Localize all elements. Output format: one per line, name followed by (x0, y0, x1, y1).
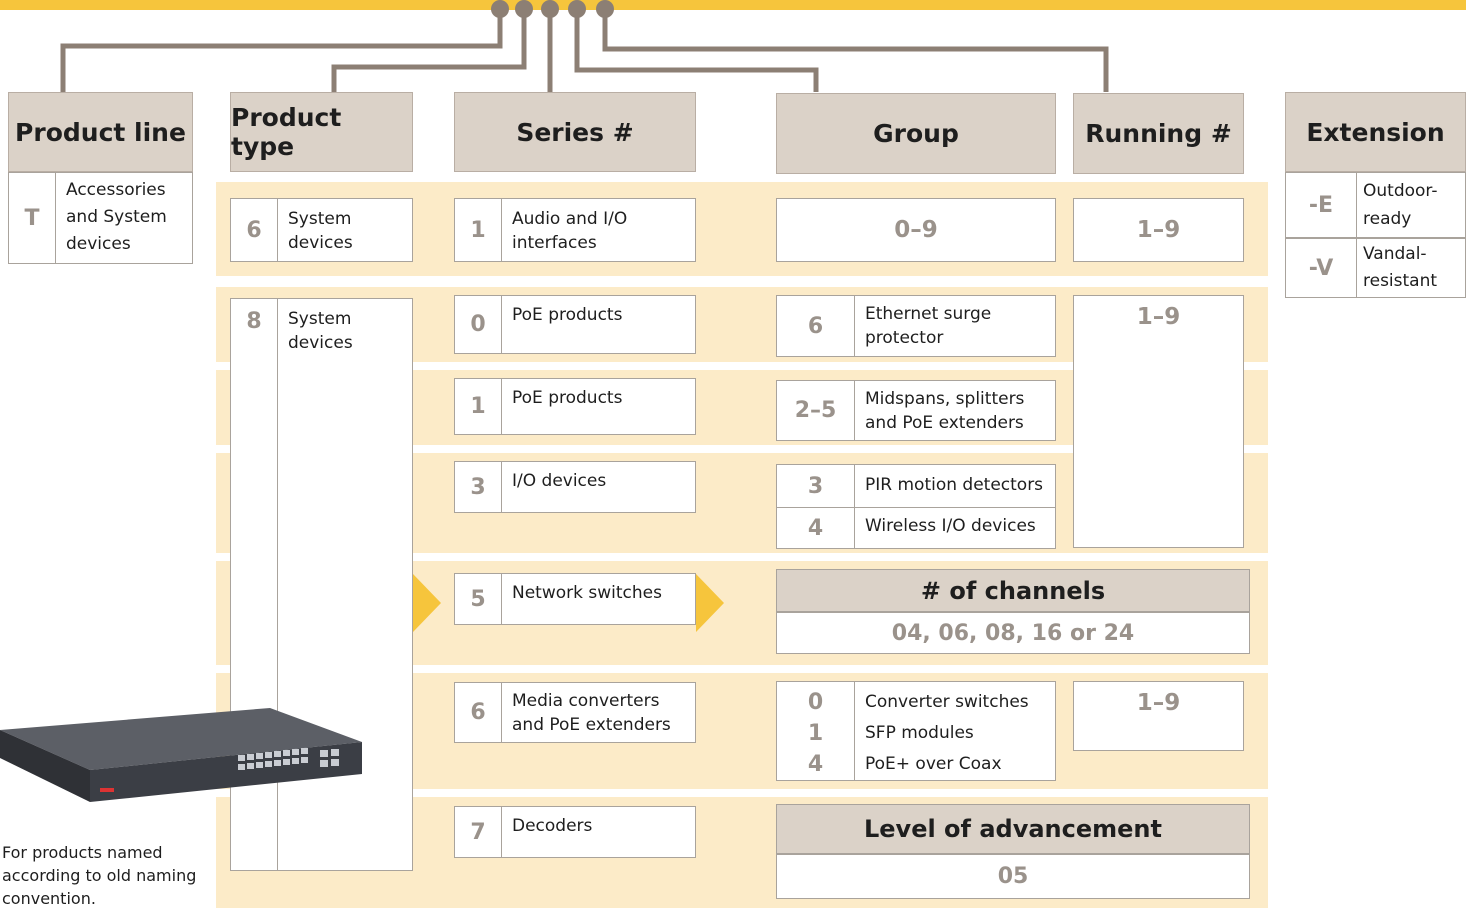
type-text: System devices (288, 309, 353, 353)
connector-product-line (60, 8, 503, 92)
group-code: 3 (777, 465, 855, 507)
product-line-text: Accessories and System devices (66, 180, 167, 254)
group-text-stack: Converter switches SFP modules PoE+ over… (855, 682, 1055, 780)
type-cell-6: 6 System devices (230, 198, 413, 262)
series-code: 5 (455, 574, 502, 624)
connector-dot (568, 0, 586, 18)
type-code: 6 (231, 199, 278, 261)
connector-dot (515, 0, 533, 18)
series-text: PoE products (512, 388, 623, 408)
extension-text: Vandal-resistant (1363, 244, 1438, 291)
header-extension: Extension (1285, 92, 1466, 172)
group-cell-surge: 6 Ethernet surge protector (776, 295, 1056, 357)
advancement-value: 05 (776, 854, 1250, 899)
extension-code: -V (1286, 239, 1357, 297)
group-cell-wireless: 4 Wireless I/O devices (776, 507, 1056, 549)
series-code: 3 (455, 462, 502, 512)
connector-group (574, 8, 819, 92)
extension-cell-v: -V Vandal-resistant (1285, 238, 1466, 298)
group-text: SFP modules (865, 722, 974, 743)
running-range-cell: 1–9 (1073, 681, 1244, 751)
top-accent-bar (0, 0, 1466, 10)
connector-product-type (331, 8, 527, 92)
running-range-cell: 1–9 (1073, 198, 1244, 262)
extension-cell-e: -E Outdoor-ready (1285, 172, 1466, 238)
group-code: 1 (807, 720, 824, 746)
arrow-right-icon (413, 574, 441, 632)
type-text: System devices (288, 209, 353, 253)
group-code: 4 (807, 751, 824, 777)
group-code-stack: 0 1 4 (777, 682, 855, 780)
series-text: Network switches (512, 583, 662, 603)
header-product-type: Product type (230, 92, 413, 172)
advancement-header: Level of advancement (776, 804, 1250, 854)
series-cell-6-media: 6 Media converters and PoE extenders (454, 682, 696, 743)
network-switch-image (0, 708, 362, 802)
connector-dot (491, 0, 509, 18)
connector-dot (596, 0, 614, 18)
series-cell-3-io: 3 I/O devices (454, 461, 696, 513)
group-text: Ethernet surge protector (865, 304, 992, 348)
group-code: 4 (777, 508, 855, 548)
series-cell-5-switches: 5 Network switches (454, 573, 696, 625)
product-line-cell: T Accessories and System devices (8, 172, 193, 264)
group-range-cell: 0–9 (776, 198, 1056, 262)
series-cell-1-poe: 1 PoE products (454, 378, 696, 435)
group-code: 6 (777, 296, 855, 356)
caption-text: For products named according to old nami… (2, 843, 197, 908)
series-code: 6 (455, 683, 502, 742)
group-cell-converters: 0 1 4 Converter switches SFP modules PoE… (776, 681, 1056, 781)
series-cell-0-poe: 0 PoE products (454, 295, 696, 354)
channels-header: # of channels (776, 569, 1250, 612)
series-code: 1 (455, 199, 502, 261)
group-text: PoE+ over Coax (865, 753, 1002, 774)
series-code: 1 (455, 379, 502, 434)
group-code: 2–5 (777, 381, 855, 440)
group-text: Midspans, splitters and PoE extenders (865, 389, 1025, 433)
series-cell-1-audio: 1 Audio and I/O interfaces (454, 198, 696, 262)
series-text: I/O devices (512, 471, 607, 491)
arrow-right-icon (696, 574, 724, 632)
series-cell-7-decoders: 7 Decoders (454, 806, 696, 858)
group-text: Converter switches (865, 691, 1029, 712)
group-cell-midspans: 2–5 Midspans, splitters and PoE extender… (776, 380, 1056, 441)
header-group: Group (776, 93, 1056, 174)
series-code: 0 (455, 296, 502, 353)
connector-running (602, 8, 1109, 92)
group-code: 0 (807, 689, 824, 715)
group-text: PIR motion detectors (865, 475, 1044, 495)
series-text: PoE products (512, 305, 623, 325)
group-cell-pir: 3 PIR motion detectors (776, 464, 1056, 508)
series-text: Decoders (512, 816, 593, 836)
channels-value: 04, 06, 08, 16 or 24 (776, 612, 1250, 654)
running-range-cell: 1–9 (1073, 295, 1244, 548)
extension-code: -E (1286, 173, 1357, 237)
connector-lines (60, 0, 1109, 92)
series-text: Audio and I/O interfaces (512, 209, 628, 253)
series-text: Media converters and PoE extenders (512, 691, 671, 735)
header-running: Running # (1073, 93, 1244, 174)
header-product-line: Product line (8, 92, 193, 172)
type-code: 8 (231, 299, 278, 870)
series-code: 7 (455, 807, 502, 857)
extension-text: Outdoor-ready (1363, 181, 1438, 229)
header-series: Series # (454, 92, 696, 172)
group-text: Wireless I/O devices (865, 516, 1036, 536)
product-line-code: T (9, 173, 56, 263)
connector-dot (541, 0, 559, 18)
